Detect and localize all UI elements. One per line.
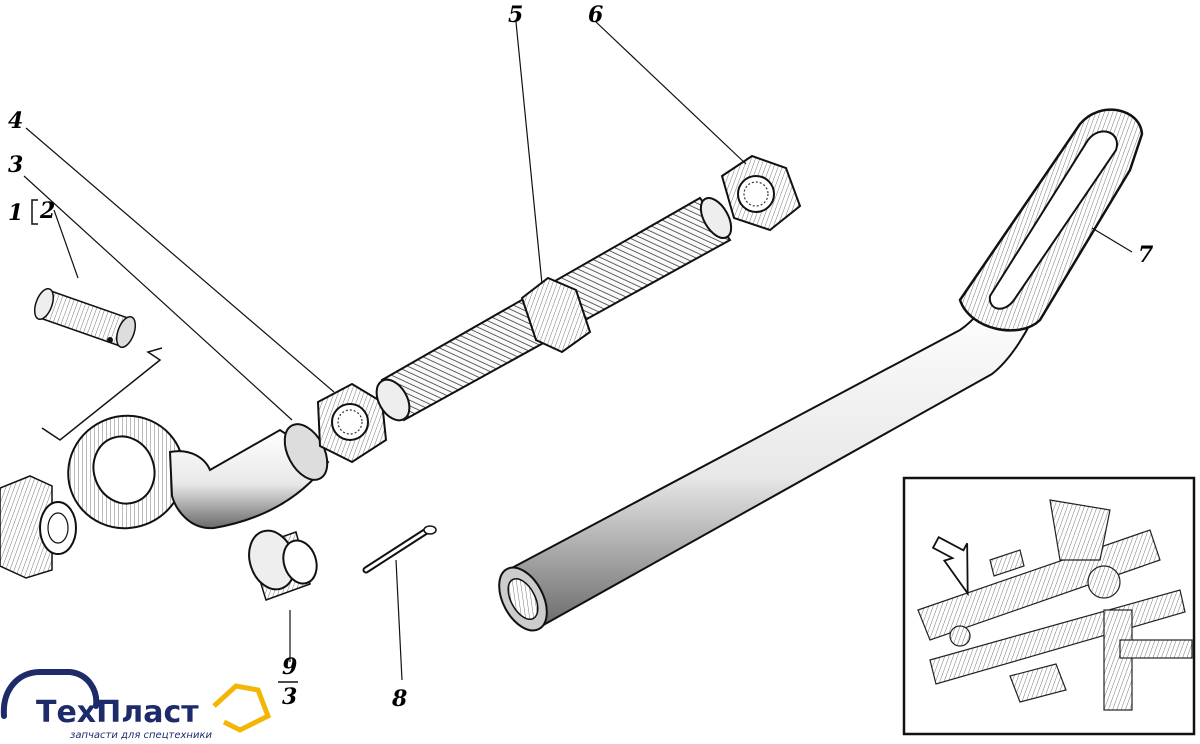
threaded-rod-part (375, 196, 733, 422)
callout-5: 5 (508, 2, 523, 28)
assembly-indicator-line (41, 347, 163, 441)
callout-9: 9 (282, 654, 297, 680)
eye-end-part (67, 414, 330, 530)
callout-7: 7 (1138, 242, 1154, 268)
bushing-part (248, 529, 318, 601)
callout-3: 3 (8, 152, 23, 178)
clevis-bracket (0, 475, 77, 579)
pin-part (33, 287, 137, 349)
hex-nut-right (720, 154, 802, 232)
inset-pointer-arrow (931, 535, 969, 597)
leader-lines (23, 21, 1133, 681)
hex-nut-left (316, 382, 388, 464)
logo-name: ТехПласт (36, 695, 199, 730)
callout-2: 2 (39, 198, 55, 224)
brand-logo: ТехПласт запчасти для спецтехники (0, 669, 272, 741)
location-inset (902, 476, 1196, 736)
callout-bracket (31, 199, 38, 225)
callout-8: 8 (391, 686, 407, 712)
callout-1: 1 (8, 200, 23, 226)
logo-tagline: запчасти для спецтехники (70, 730, 212, 741)
callout-9-sub: 3 (282, 684, 297, 710)
callout-4: 4 (8, 108, 23, 134)
cotter-pin-part (362, 525, 437, 574)
callout-6: 6 (588, 2, 603, 28)
excavator-icon (0, 669, 100, 719)
slotted-tube-part (498, 108, 1144, 632)
